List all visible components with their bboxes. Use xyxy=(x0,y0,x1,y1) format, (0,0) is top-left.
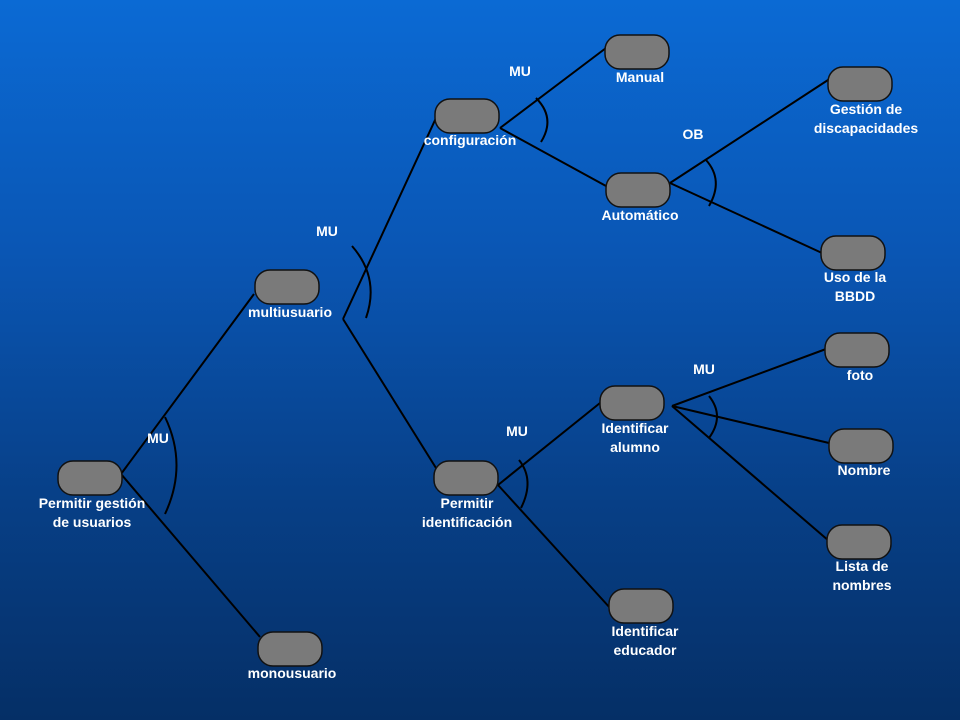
node-gestion[interactable] xyxy=(827,66,893,102)
node-nombre[interactable] xyxy=(828,428,894,464)
node-label-nombre: Nombre xyxy=(837,462,891,478)
edge-auto-bbdd xyxy=(669,182,823,254)
node-ident[interactable] xyxy=(433,460,499,496)
relation-label-ident: MU xyxy=(506,423,528,439)
node-label-mono: monousuario xyxy=(247,665,337,681)
node-label-config: configuración xyxy=(423,132,517,148)
node-label-lista: Lista de nombres xyxy=(832,558,892,593)
edge-multi-ident xyxy=(342,318,437,469)
edge-alumno-lista xyxy=(671,405,830,542)
node-config[interactable] xyxy=(434,98,500,134)
relation-arc-ident xyxy=(518,459,529,509)
edge-ident-alumno xyxy=(497,402,601,486)
relation-label-multi: MU xyxy=(316,223,338,239)
node-multi[interactable] xyxy=(254,269,320,305)
relation-arc-config xyxy=(535,97,549,143)
relation-label-root: MU xyxy=(147,430,169,446)
node-bbdd[interactable] xyxy=(820,235,886,271)
edge-config-auto xyxy=(499,127,607,187)
node-label-root: Permitir gestión de usuarios xyxy=(38,495,146,530)
relation-label-alumno: MU xyxy=(693,361,715,377)
node-mono[interactable] xyxy=(257,631,323,667)
node-alumno[interactable] xyxy=(599,385,665,421)
edge-multi-config xyxy=(342,117,437,320)
node-label-foto: foto xyxy=(846,367,874,383)
relation-label-auto: OB xyxy=(682,126,704,142)
node-label-manual: Manual xyxy=(615,69,665,85)
edge-root-multi xyxy=(120,293,255,475)
node-foto[interactable] xyxy=(824,332,890,368)
node-label-educador: Identificar educador xyxy=(611,623,679,658)
node-label-ident: Permitir identificación xyxy=(421,495,513,530)
node-label-auto: Automático xyxy=(601,207,679,223)
relation-label-config: MU xyxy=(509,63,531,79)
node-label-multi: multiusuario xyxy=(247,304,333,320)
node-label-bbdd: Uso de la BBDD xyxy=(823,269,887,304)
node-label-gestion: Gestión de discapacidades xyxy=(813,101,919,136)
relation-arc-alumno xyxy=(708,395,718,439)
edge-config-manual xyxy=(499,47,607,129)
relation-arc-multi xyxy=(351,245,372,319)
edge-alumno-foto xyxy=(671,348,827,407)
node-label-alumno: Identificar alumno xyxy=(601,420,669,455)
node-root[interactable] xyxy=(57,460,123,496)
edge-root-mono xyxy=(120,473,261,638)
edge-ident-educador xyxy=(497,484,612,610)
relation-arc-auto xyxy=(705,159,717,207)
edge-auto-gestion xyxy=(669,79,829,184)
relation-arc-root xyxy=(164,416,178,515)
node-lista[interactable] xyxy=(826,524,892,560)
node-manual[interactable] xyxy=(604,34,670,70)
edge-alumno-nombre xyxy=(671,405,830,444)
node-auto[interactable] xyxy=(605,172,671,208)
node-educador[interactable] xyxy=(608,588,674,624)
